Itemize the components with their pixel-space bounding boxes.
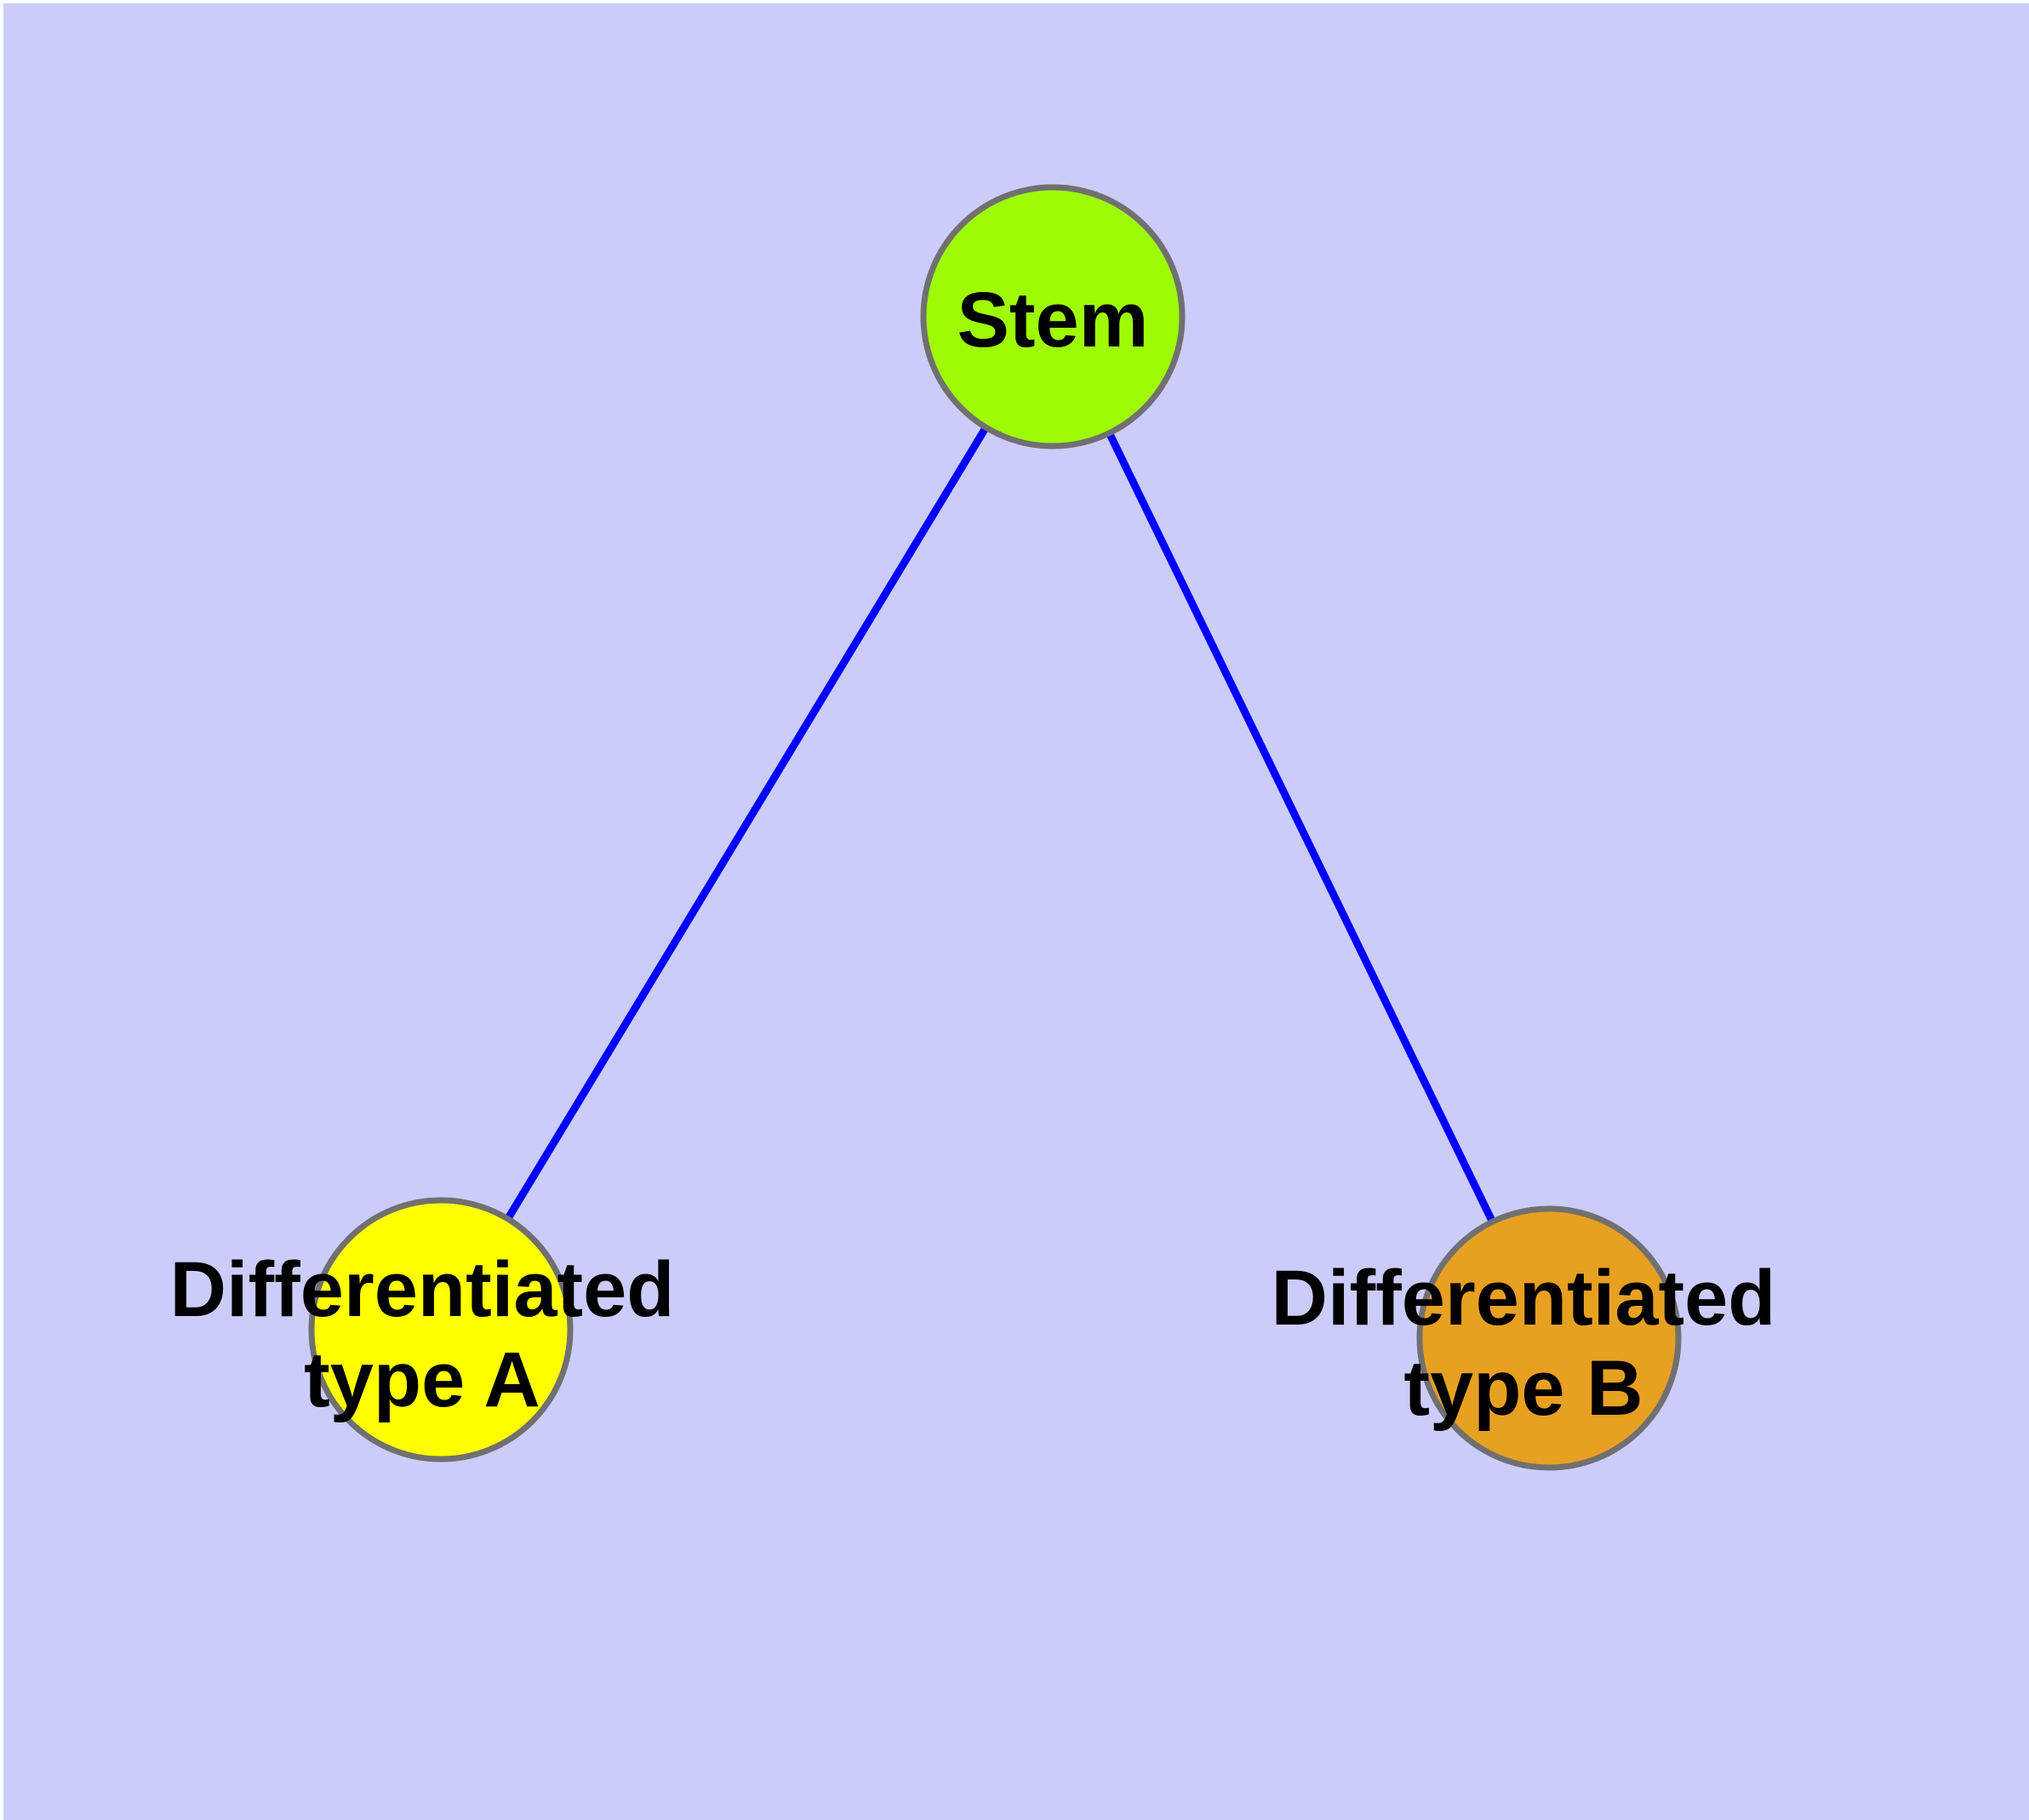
node-stem[interactable] xyxy=(920,184,1186,449)
edge-stem-to-type-b[interactable] xyxy=(1049,315,1553,1340)
node-differentiated-type-a[interactable] xyxy=(308,1197,574,1462)
nodes-group xyxy=(308,184,1682,1471)
node-differentiated-type-b[interactable] xyxy=(1416,1205,1682,1471)
edge-stem-to-type-a[interactable] xyxy=(437,314,1056,1332)
edges-group xyxy=(437,314,1553,1340)
